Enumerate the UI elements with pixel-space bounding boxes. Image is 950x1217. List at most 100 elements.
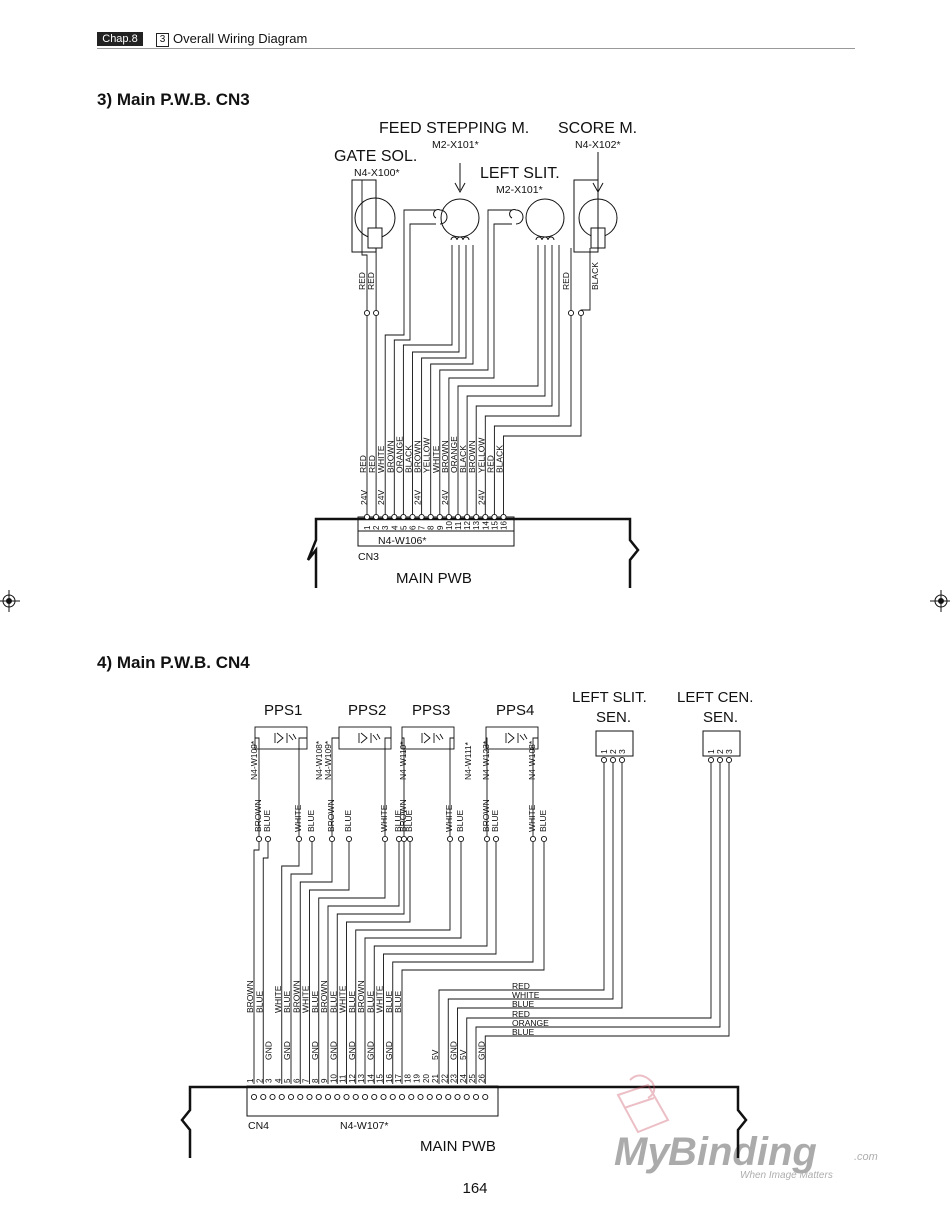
cn4-terminal-dot [400,835,408,843]
cn3-wire [402,245,453,515]
cn4-pin-dot [361,1093,369,1101]
cn4-sensor-wire [466,763,712,1084]
cn4-pin-number: 15 [376,1074,385,1083]
left-cen-sensor-body [702,730,741,757]
cn3-wire [457,245,539,515]
cn4-top-wire-label: BLUE [490,809,500,832]
cn3-pin-number: 5 [399,525,408,530]
cn4-sensor-wire [457,763,623,1084]
cn3-pin-number: 11 [454,521,463,530]
cn4-pin-dot [380,1093,387,1101]
cn4-wire [327,842,400,1084]
cn4-pin-dot [398,1093,406,1101]
cn4-pin-number: 24 [459,1074,468,1083]
cn3-voltage-label: 24V [440,490,450,505]
cn4-wire-color-label: BROWN [245,980,255,1013]
cn4-wire-color-label: BLUE [347,990,357,1013]
cn3-wire-color-label: WHITE [376,445,386,473]
cn4-5v-label: 5V [458,1049,468,1060]
cn3-pin-dot [436,513,443,521]
cn4-wire-color-label: BLUE [384,990,394,1013]
cn3-pin-dot [482,513,489,521]
cn4-pin-number: 21 [431,1074,440,1083]
cn4-wire [449,737,454,836]
cn3-pin-number: 8 [427,525,436,530]
cn3-wire-color-label: YELLOW [476,438,486,473]
cn3-pin-number: 3 [381,525,390,530]
cn4-sensor-wire-label: RED [512,981,530,991]
cn3-wire-color-label: ORANGE [449,436,459,473]
cn3-pin-dot [454,513,462,521]
registration-mark-left [0,590,20,612]
cn4-sensor-pin-dot [600,756,608,764]
cn3-pin-number: 12 [463,521,472,530]
cn3-voltage-label: 24V [376,490,386,505]
cn3-top-wire-label: RED [366,272,376,290]
cn4-pin-dot [472,1093,480,1101]
score-motor-label: SCORE M. [558,120,637,137]
cn4-wire [346,842,411,1084]
cn4-terminal-dot [381,835,389,843]
cn4-terminal-dot [540,835,548,843]
cn4-pin-dot [417,1093,424,1101]
left-slit-sensor-label-2: SEN. [596,709,631,726]
cn3-wire [412,245,460,515]
left-slit-motor-symbol [509,198,565,241]
cn4-wire [281,842,300,1084]
cn4-terminal-dot [492,835,500,843]
pps3-label: PPS3 [412,702,450,719]
cn4-wire [299,842,333,1084]
cn4-top-wire-label: BLUE [404,809,414,832]
cn4-pin-dot [278,1093,285,1101]
cn3-pin-number: 4 [390,525,399,530]
feed-stepping-motor-part: M2-X101* [432,139,479,151]
cn4-pin-number: 3 [265,1078,274,1083]
cn4-pin-dot [482,1093,489,1101]
cn4-gnd-label: GND [449,1041,459,1060]
pps2-label: PPS2 [348,702,386,719]
cn4-sensor-pin-dot [707,756,715,764]
cn3-wire [448,223,512,515]
cn4-sensor-wire [447,763,614,1084]
cn4-sensor-pin-number: 3 [724,749,734,754]
cn4-pin-dot [426,1093,433,1101]
cn4-wire [364,842,462,1084]
cn3-voltage-label: 24V [359,490,369,505]
feed-stepping-motor-symbol [433,163,480,241]
cn4-wire [318,842,386,1084]
cn3-voltage-label: 24V [413,490,423,505]
cn4-wire [309,842,350,1084]
cn3-wire-color-label: RED [358,455,368,473]
cn4-top-wire-label: BLUE [343,809,353,832]
cn3-wire [493,248,572,515]
cn4-gnd-label: GND [365,1041,375,1060]
page-number: 164 [462,1180,488,1197]
gate-solenoid-part: N4-X100* [354,167,400,179]
cn4-pin-number: 6 [292,1078,301,1083]
cn4-wire-color-label: WHITE [375,985,385,1013]
cn4-terminal-dot [328,835,336,843]
watermark-brand-b: Binding [668,1130,817,1174]
left-slit-sensor-body [595,730,634,757]
cn4-terminal-dot [395,835,403,843]
cn4-top-wire-label: BLUE [306,809,316,832]
cn4-pin-number: 13 [357,1074,366,1083]
cn3-terminal-dot [577,309,585,317]
cn4-sensor-pin-number: 1 [599,749,609,754]
cn4-harness-tag: N4-W110* [398,741,408,780]
cn4-wire-color-label: BLUE [310,990,320,1013]
cn4-pin-dot [269,1093,276,1101]
cn4-terminal-dot [483,835,491,843]
cn3-wire [475,245,553,515]
cn4-terminal-dot [345,835,353,843]
cn3-pin-number: 7 [418,525,427,530]
left-slit-motor-part: M2-X101* [496,184,543,196]
score-motor-symbol [573,152,618,253]
score-motor-part: N4-X102* [575,139,621,151]
cn3-terminal-dot [567,309,575,317]
cn4-wire [532,737,538,836]
cn4-pin-dot [371,1093,378,1101]
cn4-terminal-dot [295,835,303,843]
left-slit-motor-label: LEFT SLIT. [480,165,560,182]
cn3-wire [430,245,474,515]
